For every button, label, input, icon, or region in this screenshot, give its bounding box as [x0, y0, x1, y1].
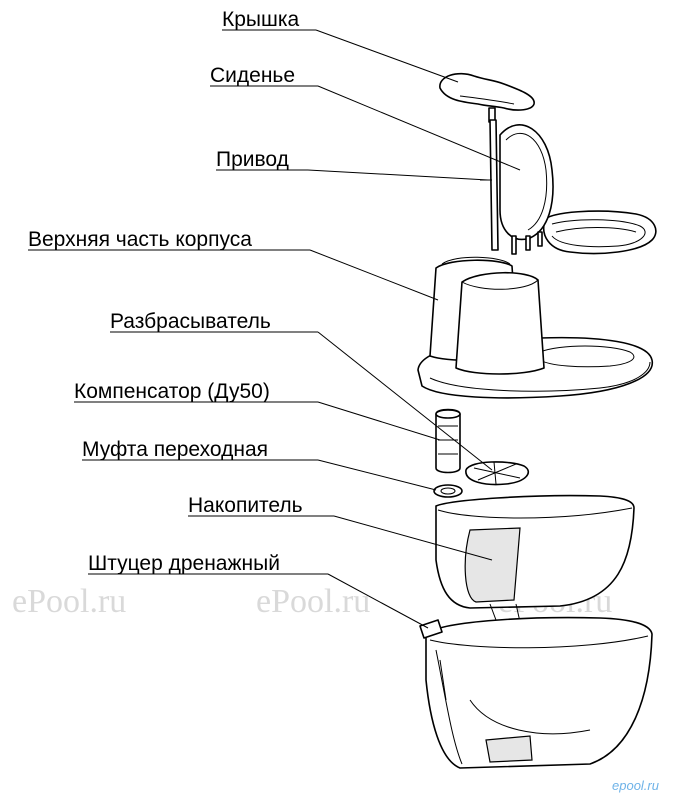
label-spreader: Разбрасыватель — [110, 310, 271, 333]
watermark-corner: epool.ru — [612, 778, 659, 793]
part-tank — [435, 494, 635, 623]
label-compensator: Компенсатор (Ду50) — [74, 380, 270, 403]
part-seat — [499, 124, 657, 255]
part-spreader — [465, 461, 530, 486]
label-coupling: Муфта переходная — [82, 438, 268, 461]
watermark-center: ePool.ru — [256, 583, 370, 620]
part-base — [419, 616, 653, 769]
label-drain: Штуцер дренажный — [88, 552, 280, 575]
label-seat: Сиденье — [210, 64, 295, 87]
label-upper-body: Верхняя часть корпуса — [28, 228, 252, 251]
label-tank: Накопитель — [188, 494, 303, 517]
part-upper-body — [417, 256, 653, 399]
leader-lines — [28, 29, 521, 629]
part-cover — [439, 72, 535, 123]
label-cover: Крышка — [222, 8, 300, 31]
part-compensator — [435, 408, 461, 474]
part-coupling — [433, 484, 463, 498]
watermark-left: ePool.ru — [12, 583, 126, 620]
label-drive: Привод — [216, 148, 289, 171]
part-drive — [480, 119, 499, 251]
